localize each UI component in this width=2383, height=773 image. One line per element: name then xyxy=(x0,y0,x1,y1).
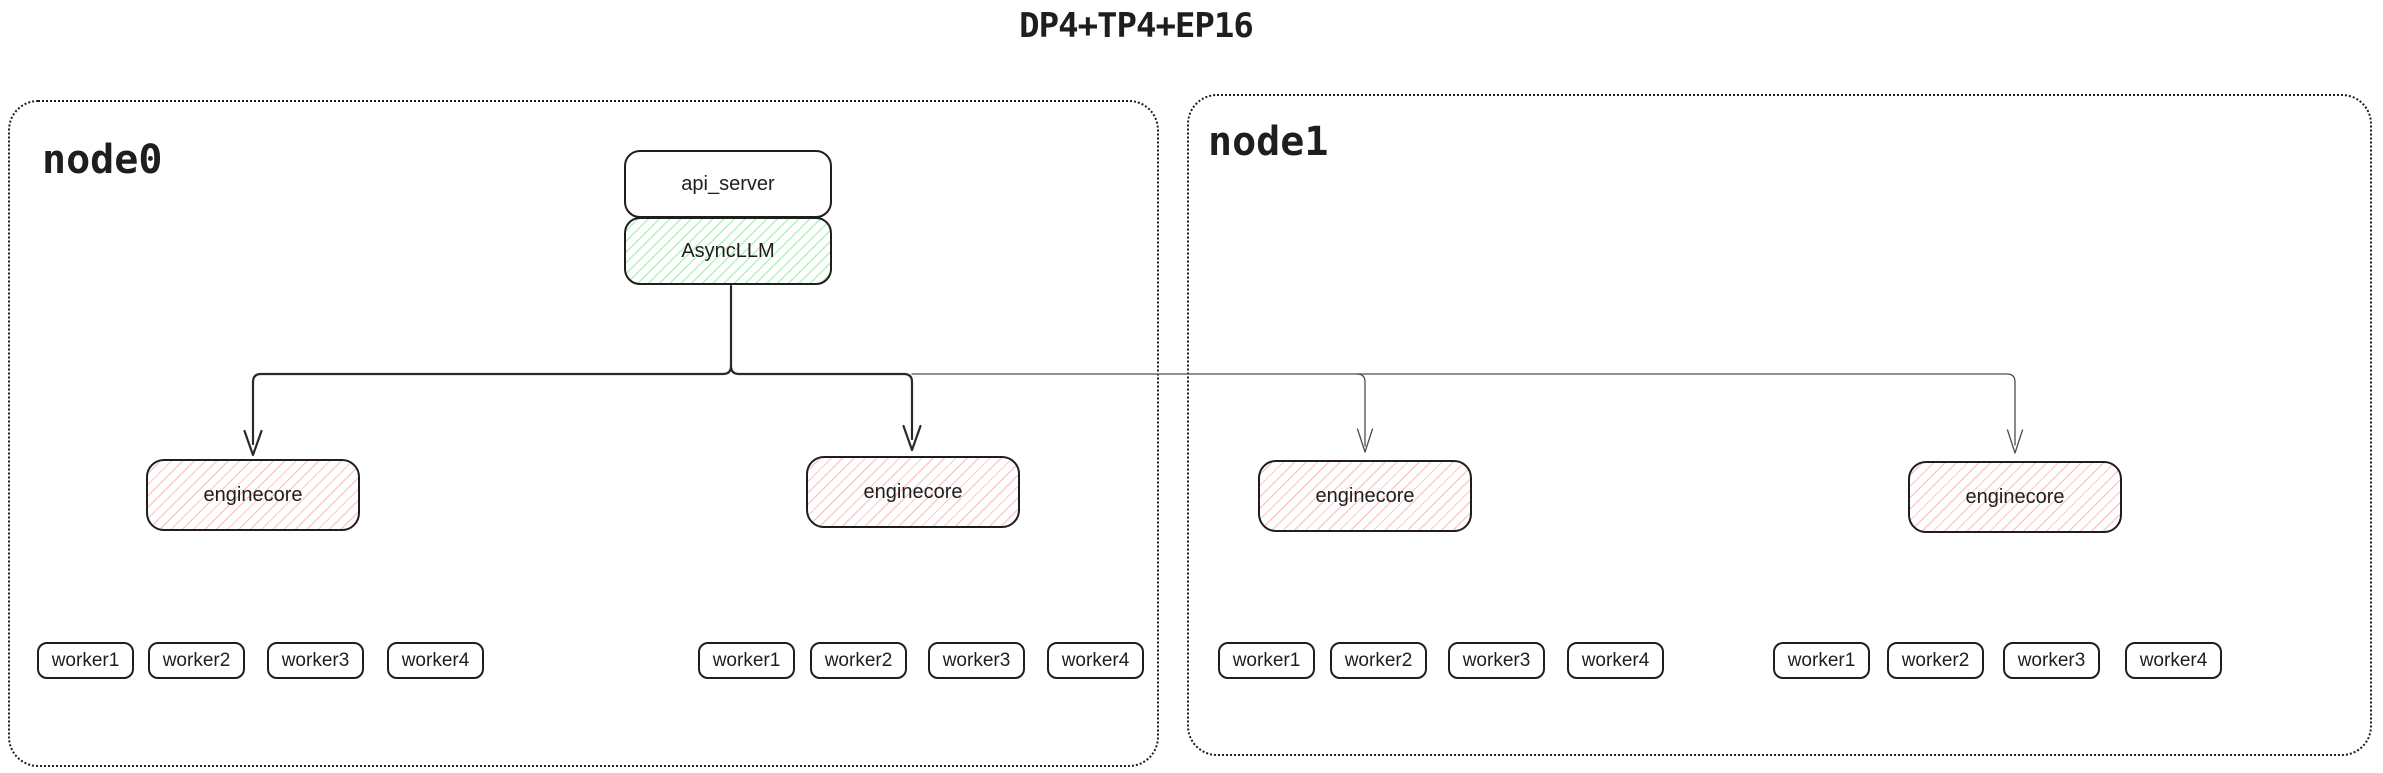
worker-box: worker1 xyxy=(698,642,795,679)
worker-box: worker2 xyxy=(1887,642,1984,679)
worker-box: worker4 xyxy=(387,642,484,679)
worker-box: worker3 xyxy=(1448,642,1545,679)
worker-box: worker1 xyxy=(1218,642,1315,679)
enginecore-box: enginecore xyxy=(1908,461,2122,533)
worker-box: worker4 xyxy=(1567,642,1664,679)
worker-box: worker4 xyxy=(2125,642,2222,679)
asyncllm-box: AsyncLLM xyxy=(624,217,832,285)
node1-label: node1 xyxy=(1208,119,1329,165)
worker-box: worker3 xyxy=(928,642,1025,679)
worker-box: worker2 xyxy=(1330,642,1427,679)
worker-box: worker1 xyxy=(37,642,134,679)
api-server-box: api_server xyxy=(624,150,832,218)
enginecore-box: enginecore xyxy=(806,456,1020,528)
worker-box: worker2 xyxy=(810,642,907,679)
node0-label: node0 xyxy=(42,137,163,183)
worker-box: worker3 xyxy=(2003,642,2100,679)
diagram-title: DP4+TP4+EP16 xyxy=(1019,6,1254,46)
worker-box: worker3 xyxy=(267,642,364,679)
enginecore-box: enginecore xyxy=(1258,460,1472,532)
worker-box: worker1 xyxy=(1773,642,1870,679)
enginecore-box: enginecore xyxy=(146,459,360,531)
worker-box: worker2 xyxy=(148,642,245,679)
worker-box: worker4 xyxy=(1047,642,1144,679)
